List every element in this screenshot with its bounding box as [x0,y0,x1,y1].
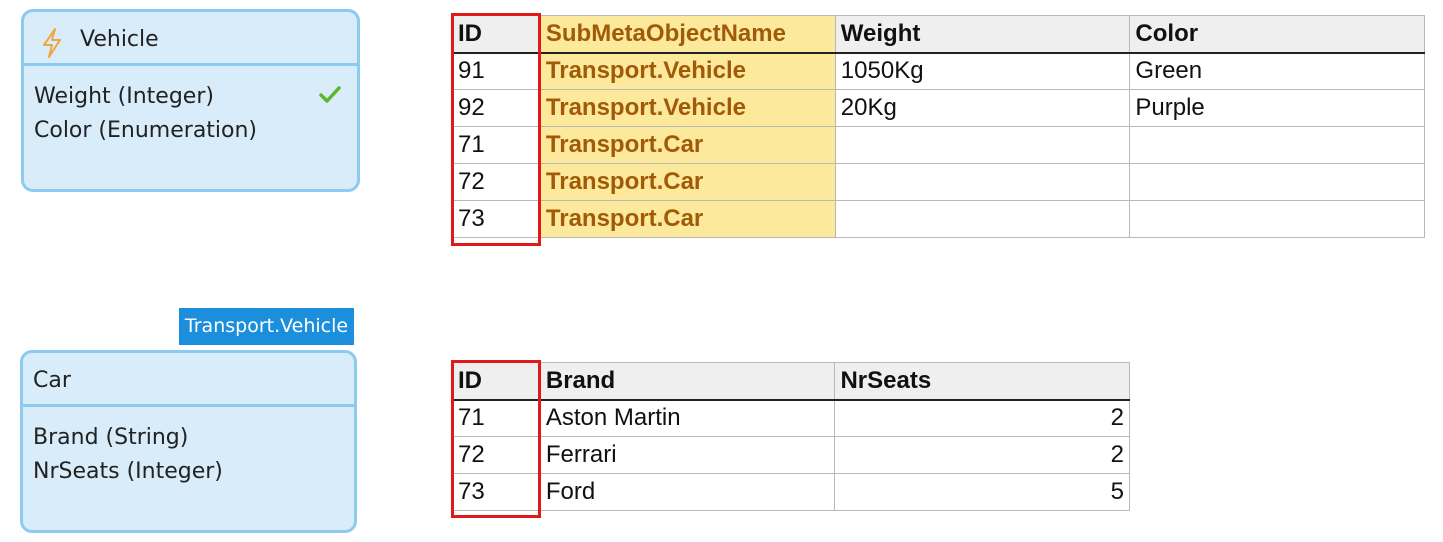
column-header-nrseats: NrSeats [834,362,1130,401]
cell-nrseats: 2 [834,436,1130,474]
column-header-brand: Brand [539,362,836,401]
car-table: ID Brand NrSeats 71 Aston Martin 2 72 Fe… [452,362,1130,511]
cell-weight [834,200,1131,238]
cell-submetaobjectname: Transport.Car [539,163,836,201]
cell-weight: 20Kg [834,89,1131,127]
table-row: 71 Aston Martin 2 [452,399,1130,437]
cell-weight [834,163,1131,201]
vehicle-entity-header: Vehicle [24,12,357,66]
cell-weight: 1050Kg [834,52,1131,90]
cell-color [1129,200,1425,238]
table-row: 72 Transport.Car [452,163,1425,201]
cell-id: 72 [452,163,541,201]
car-entity-title: Car [33,368,71,393]
car-attr-nrseats: NrSeats (Integer) [33,459,223,484]
table-row: 73 Ford 5 [452,473,1130,511]
car-entity-header: Car [23,353,354,407]
vehicle-table: ID SubMetaObjectName Weight Color 91 Tra… [452,15,1425,238]
column-header-color: Color [1129,15,1425,54]
vehicle-entity[interactable]: Vehicle Weight (Integer) Color (Enumerat… [21,9,360,192]
cell-id: 72 [452,436,541,474]
cell-id: 73 [452,200,541,238]
checkmark-icon [319,86,341,103]
cell-nrseats: 2 [834,399,1130,437]
cell-submetaobjectname: Transport.Vehicle [539,52,836,90]
column-header-submetaobjectname: SubMetaObjectName [539,15,836,54]
table-row: 71 Transport.Car [452,126,1425,164]
generalization-tag: Transport.Vehicle [179,308,354,345]
table-row: 91 Transport.Vehicle 1050Kg Green [452,52,1425,90]
table-row: 73 Transport.Car [452,200,1425,238]
car-table-header: ID Brand NrSeats [452,362,1130,401]
cell-brand: Aston Martin [539,399,836,437]
lightning-icon [43,28,61,58]
cell-color [1129,163,1425,201]
cell-submetaobjectname: Transport.Car [539,126,836,164]
cell-color: Purple [1129,89,1425,127]
column-header-id: ID [452,362,541,401]
cell-id: 71 [452,399,541,437]
cell-nrseats: 5 [834,473,1130,511]
cell-brand: Ferrari [539,436,836,474]
table-row: 92 Transport.Vehicle 20Kg Purple [452,89,1425,127]
cell-weight [834,126,1131,164]
cell-color [1129,126,1425,164]
cell-id: 91 [452,52,541,90]
table-row: 72 Ferrari 2 [452,436,1130,474]
vehicle-attr-weight: Weight (Integer) [34,84,214,109]
car-entity[interactable]: Car Brand (String) NrSeats (Integer) [20,350,357,533]
cell-color: Green [1129,52,1425,90]
cell-id: 71 [452,126,541,164]
cell-submetaobjectname: Transport.Vehicle [539,89,836,127]
vehicle-entity-title: Vehicle [80,27,159,52]
cell-id: 73 [452,473,541,511]
cell-brand: Ford [539,473,836,511]
car-attr-brand: Brand (String) [33,425,189,450]
column-header-id: ID [452,15,541,54]
cell-id: 92 [452,89,541,127]
vehicle-table-header: ID SubMetaObjectName Weight Color [452,15,1425,54]
cell-submetaobjectname: Transport.Car [539,200,836,238]
column-header-weight: Weight [834,15,1131,54]
vehicle-attr-color: Color (Enumeration) [34,118,258,143]
